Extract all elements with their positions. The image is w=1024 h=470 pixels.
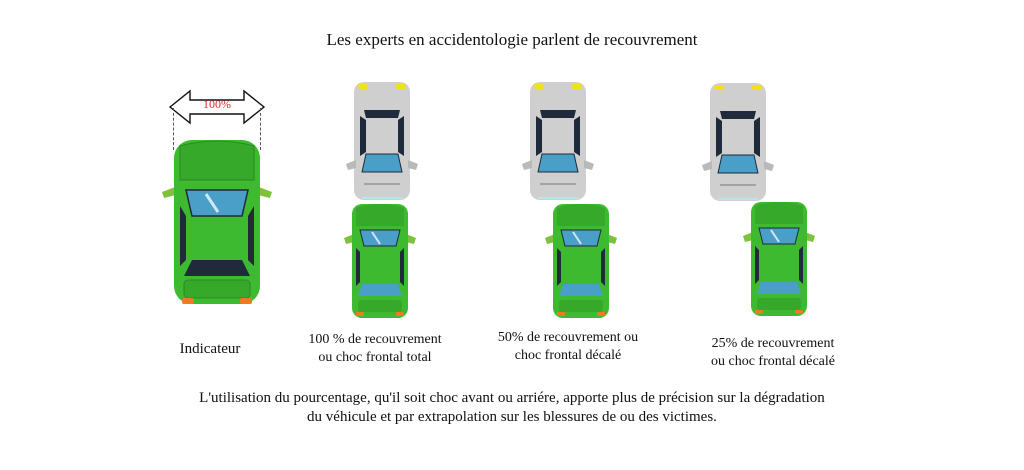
- scenario-caption-line1: 50% de recouvrement ou: [497, 330, 639, 345]
- page-title: Les experts en accidentologie parlent de…: [326, 30, 698, 49]
- gray-car-3: [702, 83, 774, 201]
- scenario-caption-25: 25% de recouvrement ou choc frontal déca…: [683, 335, 863, 371]
- footer-line1: L'utilisation du pourcentage, qu'il soit…: [199, 390, 825, 406]
- green-car-1: [344, 204, 416, 318]
- footer-line2: du véhicule et par extrapolation sur les…: [307, 409, 717, 425]
- double-arrow-icon: [168, 89, 266, 125]
- scenario-caption-line1: 100 % de recouvrement: [308, 332, 442, 347]
- gray-car-1: [346, 82, 418, 200]
- scenario-caption-line1: 25% de recouvrement: [711, 336, 835, 351]
- green-car-3: [743, 202, 815, 316]
- scenario-caption-100: 100 % de recouvrement ou choc frontal to…: [285, 331, 465, 367]
- green-car-2: [545, 204, 617, 318]
- arrow-label: 100%: [203, 97, 231, 111]
- dashed-guide-left: [173, 108, 174, 150]
- indicator-caption: Indicateur: [179, 341, 241, 357]
- footer-explanation: L'utilisation du pourcentage, qu'il soit…: [0, 389, 1024, 427]
- scenario-caption-line2: ou choc frontal décalé: [711, 354, 835, 369]
- scenario-caption-line2: choc frontal décalé: [514, 348, 622, 363]
- scenario-caption-50: 50% de recouvrement ou choc frontal déca…: [478, 329, 658, 365]
- green-car-indicator: [162, 140, 272, 304]
- scenario-caption-line2: ou choc frontal total: [318, 350, 432, 365]
- dashed-guide-right: [260, 108, 261, 150]
- gray-car-2: [522, 82, 594, 200]
